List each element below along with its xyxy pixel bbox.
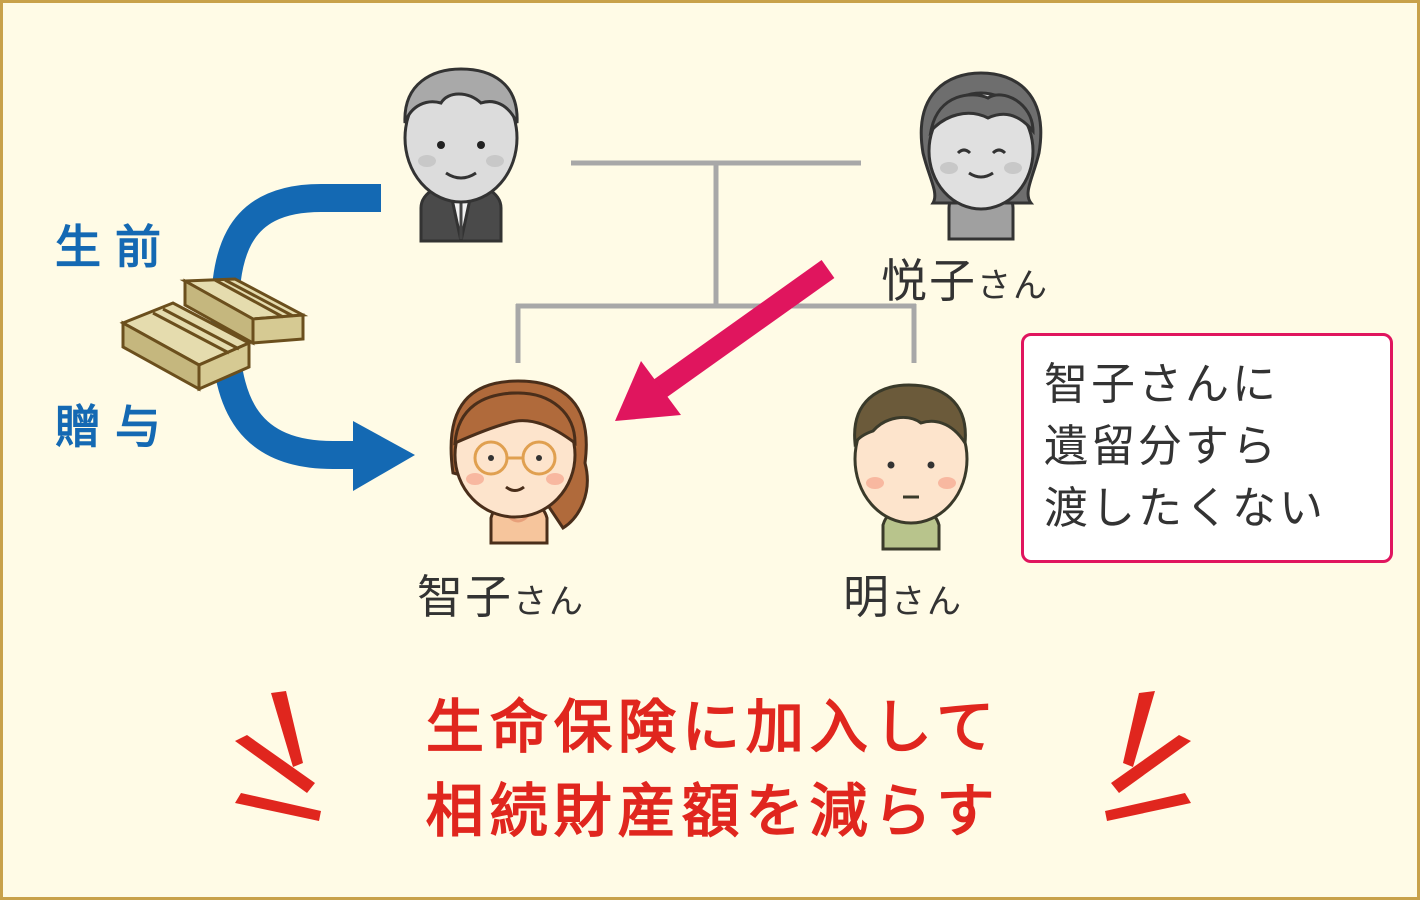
headline-line2: 相続財産額を減らす — [425, 777, 1001, 845]
gift-label-line1: 生前 — [55, 220, 175, 274]
etsuko-suffix: さん — [977, 266, 1049, 306]
tomoko-suffix: さん — [513, 582, 585, 622]
headline-line1: 生命保険に加入して — [425, 693, 1001, 761]
grandmother-avatar-icon — [919, 71, 1043, 241]
tomoko-name: 智子 — [417, 570, 513, 624]
young-man-avatar-icon — [853, 383, 969, 551]
money-bundles-icon — [119, 277, 309, 392]
diagram-graphics — [119, 67, 1191, 821]
etsuko-name: 悦子 — [881, 254, 977, 308]
family-tree-lines — [515, 160, 917, 363]
akira-name: 明 — [843, 570, 891, 624]
headline: 生命保険に加入して 相続財産額を減らす — [343, 685, 1083, 853]
gift-label-line2: 贈与 — [55, 400, 175, 454]
emphasis-strokes-right — [1105, 691, 1191, 821]
callout-line: 智子さんに — [1044, 359, 1279, 410]
grandfather-avatar-icon — [403, 67, 519, 243]
label-etsuko: 悦子さん — [881, 245, 1049, 311]
callout-line: 渡したくない — [1044, 483, 1326, 534]
emphasis-strokes-left — [235, 691, 321, 821]
akira-suffix: さん — [891, 582, 963, 622]
callout-box: 智子さんに 遺留分すら 渡したくない — [1021, 333, 1393, 563]
pink-arrow — [615, 260, 835, 421]
label-tomoko: 智子さん — [417, 561, 585, 627]
callout-line: 遺留分すら — [1044, 421, 1279, 472]
label-akira: 明さん — [843, 561, 963, 627]
woman-glasses-avatar-icon — [449, 379, 589, 545]
